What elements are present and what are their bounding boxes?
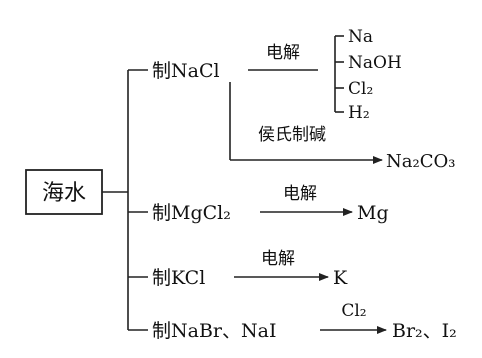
branch-label-mgcl2: 制MgCl₂: [152, 202, 231, 224]
condition-hou-process: 侯氏制碱: [258, 125, 326, 145]
product-naoh: NaOH: [348, 53, 402, 73]
product-cl2: Cl₂: [348, 79, 373, 99]
condition-electrolysis-kcl: 电解: [261, 249, 295, 269]
product-na2co3: Na₂CO₃: [386, 151, 455, 172]
product-na: Na: [348, 27, 373, 47]
branch-label-nabr-nai: 制NaBr、NaI: [152, 320, 276, 342]
product-k: K: [333, 267, 348, 289]
source-label: 海水: [42, 181, 86, 206]
branch-label-kcl: 制KCl: [152, 267, 205, 289]
condition-electrolysis-mgcl2: 电解: [283, 184, 317, 204]
branch-label-nacl: 制NaCl: [152, 60, 220, 82]
product-br2-i2: Br₂、I₂: [392, 320, 457, 342]
product-h2: H₂: [348, 103, 370, 123]
condition-electrolysis-nacl: 电解: [266, 43, 300, 63]
product-mg: Mg: [357, 202, 389, 224]
source-box: [25, 169, 103, 215]
condition-chlorine: Cl₂: [341, 301, 366, 321]
